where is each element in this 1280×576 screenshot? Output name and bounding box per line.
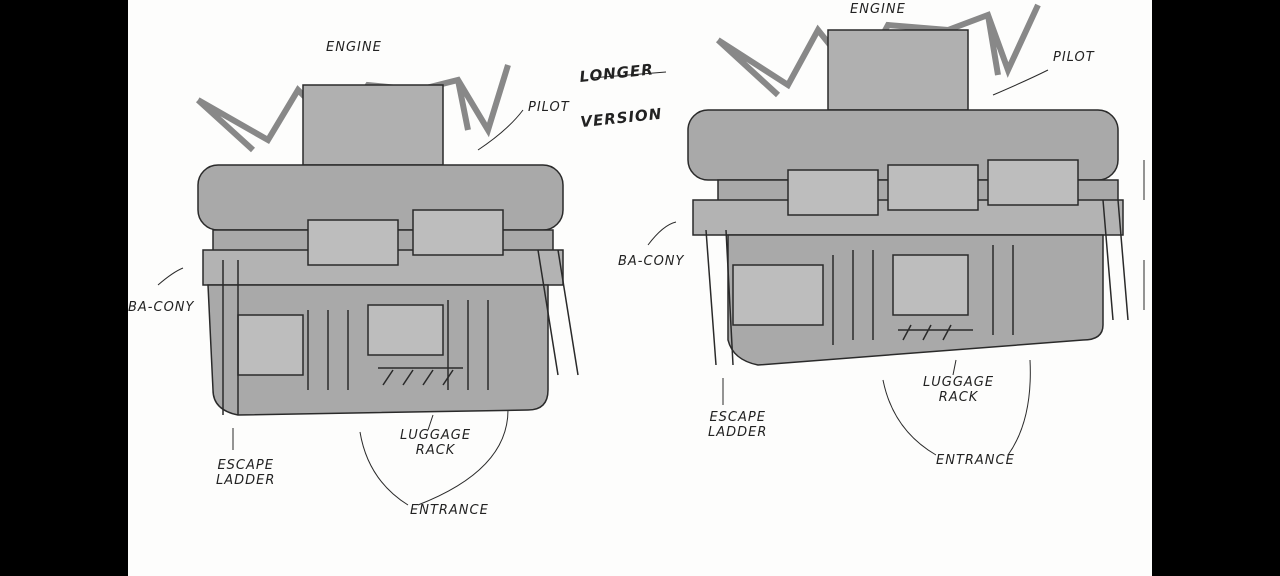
right-label-escape-ladder: ESCAPE LADDER (708, 410, 768, 440)
annotation-arrows (157, 69, 1049, 506)
left-label-escape-ladder: ESCAPE LADDER (216, 458, 276, 488)
right-label-balcony: BA-CONY (618, 254, 685, 269)
sketch-drawing (157, 3, 1145, 506)
left-vehicle (195, 64, 579, 416)
left-label-pilot: PILOT (528, 100, 570, 115)
title-line-1: LONGER (578, 60, 655, 86)
right-vehicle (687, 3, 1145, 366)
right-label-pilot: PILOT (1053, 50, 1095, 65)
right-label-entrance: ENTRANCE (936, 453, 1015, 468)
left-label-luggage-rack: LUGGAGE RACK (400, 428, 472, 458)
left-label-entrance: ENTRANCE (410, 503, 489, 518)
title-line-2: VERSION (579, 104, 664, 132)
right-label-engine: ENGINE (850, 2, 906, 17)
right-label-luggage-rack: LUGGAGE RACK (923, 375, 995, 405)
left-label-engine: ENGINE (326, 40, 382, 55)
left-label-balcony: BA-CONY (128, 300, 195, 315)
title-longer-version: LONGER VERSION (572, 32, 666, 160)
sketch-canvas: LONGER VERSION ENGINE PILOT BA-CONY ESCA… (128, 0, 1152, 576)
